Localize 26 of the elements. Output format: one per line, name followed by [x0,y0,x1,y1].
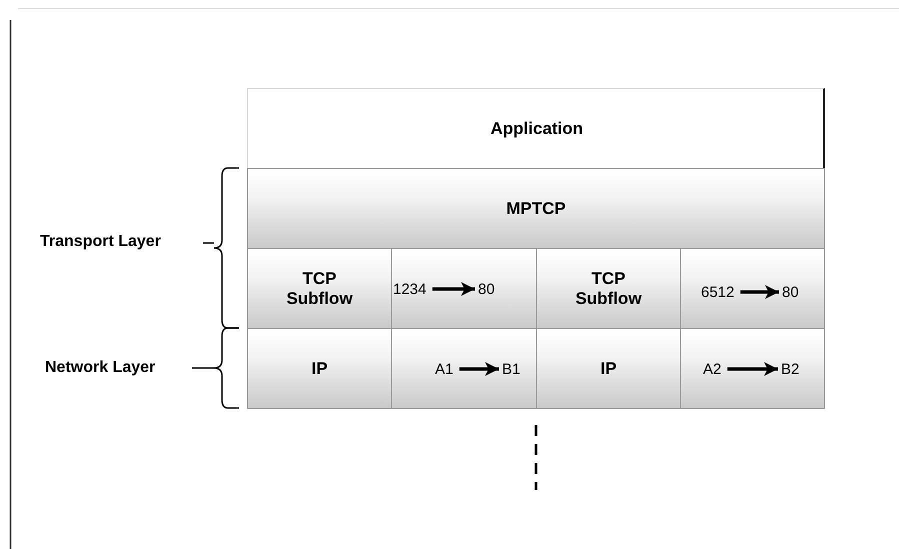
flow-cell [680,248,825,329]
arrow [459,362,499,376]
layer-label: Application [490,118,580,138]
layer-block [247,88,825,169]
layer-label: IP [600,358,617,378]
layer-name: Transport Layer [40,233,161,251]
endpoint-label: B2 [781,360,800,378]
layer-block [247,248,392,329]
endpoint-label: 6512 [701,283,734,301]
endpoint-label: A2 [703,360,722,378]
endpoint-label: 80 [478,280,495,298]
endpoint-label: B1 [502,360,520,378]
arrow [727,362,778,376]
endpoint-label: A1 [435,360,454,378]
layer-label: IP [311,358,328,378]
layer-label: MPTCP [506,198,566,218]
arrow [432,282,475,296]
arrow [740,285,779,299]
flow-cell [680,328,825,409]
endpoint-label: 80 [782,283,799,301]
layer-block [247,328,392,409]
layer-label: TCP Subflow [574,268,643,308]
layer-label: TCP Subflow [285,268,354,308]
layer-name: Network Layer [45,359,156,377]
layer-block [247,168,825,249]
endpoint-label: 1234 [393,280,426,298]
